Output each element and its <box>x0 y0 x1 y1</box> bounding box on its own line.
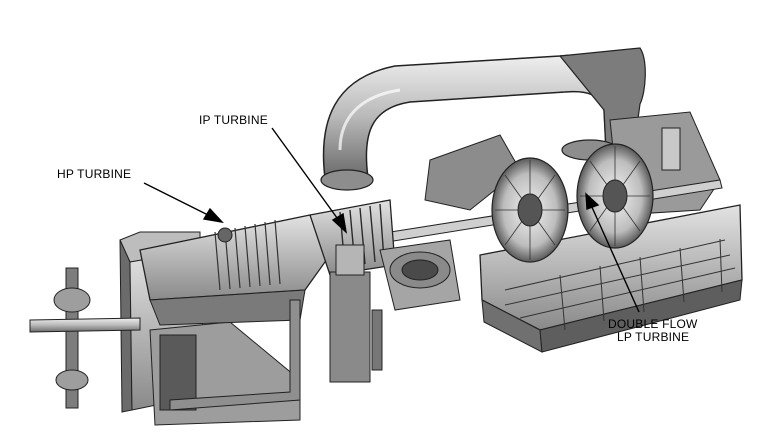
lp-turbine-label-line1: DOUBLE FLOW <box>608 317 698 331</box>
steam-valves <box>29 244 383 411</box>
lp-rotor-disks <box>491 143 654 263</box>
lp-turbine-arrow <box>585 192 640 313</box>
ip-turbine-arrow <box>271 127 348 234</box>
callout-arrows <box>143 127 640 313</box>
crossover-pipe <box>320 47 646 191</box>
hp-turbine-casing <box>139 214 331 326</box>
hp-turbine-arrow <box>143 182 224 224</box>
ip-turbine-label: IP TURBINE <box>199 113 268 127</box>
lp-turbine-label-line2: LP TURBINE <box>617 330 690 344</box>
ip-turbine-section <box>309 199 461 311</box>
hp-turbine-label: HP TURBINE <box>57 167 132 181</box>
